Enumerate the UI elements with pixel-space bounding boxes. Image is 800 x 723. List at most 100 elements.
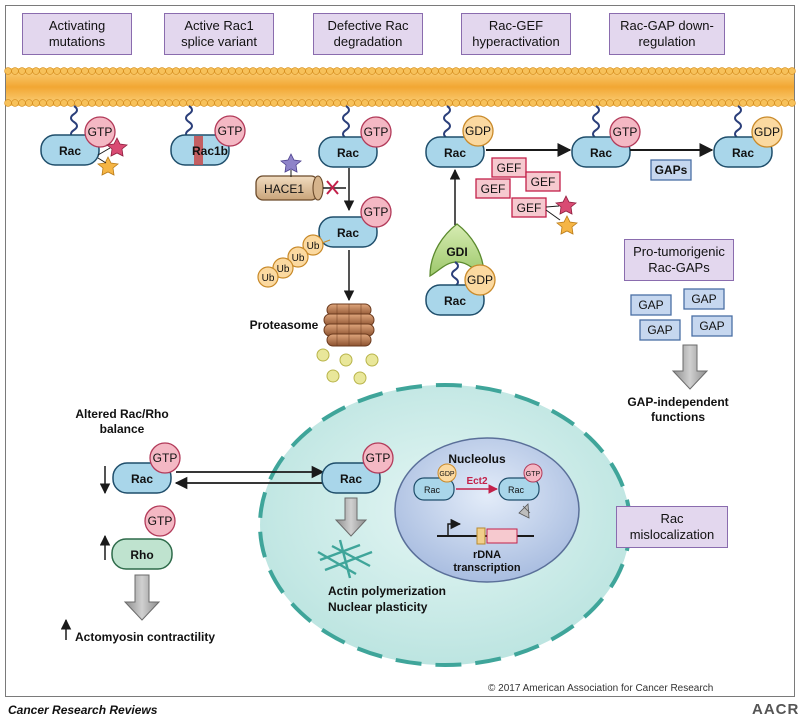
gap-label-2: GAP — [691, 292, 716, 306]
gtp-label-4: GTP — [364, 205, 389, 219]
lipid-head — [438, 67, 446, 75]
lipid-head — [67, 67, 75, 75]
lipid-head — [242, 99, 250, 107]
lipid-head — [109, 67, 117, 75]
lipid-head — [578, 99, 586, 107]
lipid-head — [214, 99, 222, 107]
lipid-head — [620, 67, 628, 75]
lipid-head — [333, 67, 341, 75]
lipid-head — [291, 99, 299, 107]
transcription-label: transcription — [453, 562, 521, 574]
lipid-head — [25, 99, 33, 107]
box-gap-downregulation: Rac-GAP down-regulation — [609, 13, 725, 55]
ub-label-1: Ub — [307, 241, 320, 252]
gtp-label-6: GTP — [613, 125, 638, 139]
lipid-head — [788, 67, 796, 75]
lipid-head — [501, 67, 509, 75]
lipid-head — [277, 67, 285, 75]
lipid-head — [760, 67, 768, 75]
lipid-head — [452, 99, 460, 107]
gtp-label-3: GTP — [364, 125, 389, 139]
lipid-head — [711, 67, 719, 75]
lipid-head — [746, 67, 754, 75]
lipid-head — [102, 67, 110, 75]
lipid-head — [221, 99, 229, 107]
rdna-label: rDNA — [473, 549, 501, 561]
lipid-head — [165, 67, 173, 75]
rac-label-7: Rac — [732, 146, 754, 160]
footer-bar: Cancer Research Reviews AACR — [0, 698, 800, 723]
lipid-head — [648, 99, 656, 107]
lipid-head — [186, 99, 194, 107]
lipid-head — [557, 67, 565, 75]
lipid-head — [67, 99, 75, 107]
gtp-label-nucleolus: GTP — [526, 471, 541, 478]
lipid-head — [550, 99, 558, 107]
pro-tumorigenic-gaps — [630, 288, 733, 390]
lipid-head — [333, 99, 341, 107]
lipid-head — [270, 67, 278, 75]
lipid-head — [25, 67, 33, 75]
lipid-head — [417, 99, 425, 107]
lipid-head — [109, 99, 117, 107]
rac1b-label: Rac1b — [192, 144, 228, 158]
lipid-head — [669, 99, 677, 107]
lipid-head — [186, 67, 194, 75]
lipid-head — [46, 67, 54, 75]
lipid-head — [529, 67, 537, 75]
proteasome — [323, 303, 375, 347]
lipid-head — [606, 99, 614, 107]
lipid-head — [137, 67, 145, 75]
lipid-head — [60, 67, 68, 75]
lipid-head — [571, 67, 579, 75]
lipid-head — [466, 99, 474, 107]
gtp-label-rho: GTP — [148, 514, 173, 528]
lipid-head — [641, 67, 649, 75]
lipid-head — [634, 99, 642, 107]
lipid-head — [655, 67, 663, 75]
lipid-head — [704, 99, 712, 107]
lipid-head — [249, 67, 257, 75]
lipid-head — [382, 99, 390, 107]
nuclear-rac — [317, 442, 394, 579]
lipid-head — [774, 99, 782, 107]
nucleolus-contents — [413, 463, 543, 545]
lipid-head — [508, 99, 516, 107]
lipid-head — [4, 99, 12, 107]
lipid-head — [480, 67, 488, 75]
proteasome-label: Proteasome — [250, 318, 319, 332]
lipid-head — [116, 99, 124, 107]
lipid-head — [256, 67, 264, 75]
lipid-head — [326, 67, 334, 75]
box-activating-mutations: Activating mutations — [22, 13, 132, 55]
lipid-head — [578, 67, 586, 75]
gap-label-3: GAP — [647, 323, 672, 337]
lipid-head — [165, 99, 173, 107]
lipid-head — [739, 67, 747, 75]
lipid-head — [277, 99, 285, 107]
lipid-head — [172, 99, 180, 107]
gap-group — [571, 105, 783, 181]
lipid-head — [746, 99, 754, 107]
copyright-text: © 2017 American Association for Cancer R… — [488, 683, 714, 694]
lipid-head — [347, 67, 355, 75]
box-rac-mislocalization: Rac mislocalization — [616, 506, 728, 548]
lipid-head — [564, 67, 572, 75]
lipid-head — [669, 67, 677, 75]
gef-label-2: GEF — [481, 182, 506, 196]
lipid-head — [354, 67, 362, 75]
lipid-head — [683, 99, 691, 107]
lipid-head — [445, 99, 453, 107]
lipid-head — [263, 99, 271, 107]
gtp-label-nuclear: GTP — [366, 451, 391, 465]
lipid-head — [361, 67, 369, 75]
lipid-head — [81, 99, 89, 107]
lipid-head — [494, 67, 502, 75]
lipid-head — [60, 99, 68, 107]
rac-label-nucleolus-1: Rac — [424, 485, 441, 495]
lipid-head — [403, 67, 411, 75]
lipid-head — [438, 99, 446, 107]
gtp-label-1: GTP — [88, 125, 113, 139]
gap-label-4: GAP — [699, 319, 724, 333]
lipid-head — [88, 67, 96, 75]
